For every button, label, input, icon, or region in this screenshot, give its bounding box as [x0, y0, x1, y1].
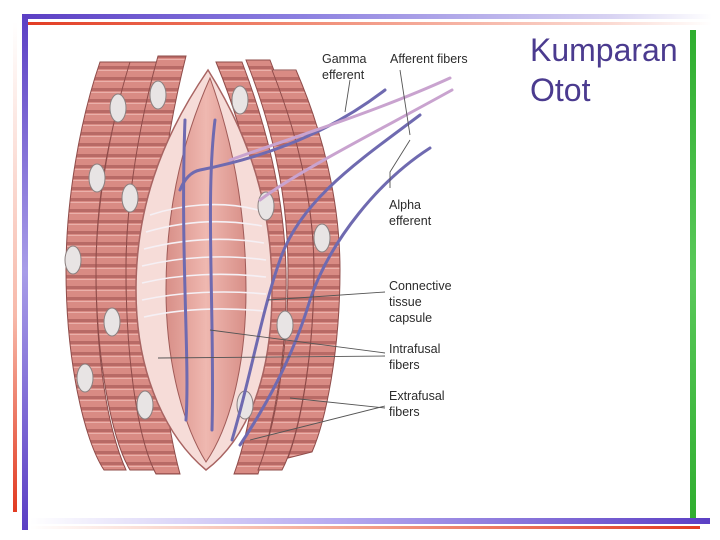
label-extrafusal-line: fibers	[389, 405, 420, 419]
frame-left-bar	[22, 14, 28, 530]
label-alpha-efferent-line: Alpha	[389, 198, 421, 212]
nucleus	[109, 93, 127, 123]
nucleus	[64, 245, 82, 275]
label-gamma-efferent-line: efferent	[322, 68, 365, 82]
afferent-nerve-group	[228, 76, 454, 202]
frame-left-red-bar	[13, 22, 17, 512]
label-alpha-efferent: Alpha efferent	[389, 198, 432, 228]
nucleus	[231, 85, 249, 115]
slide-title-line1: Kumparan	[530, 32, 678, 68]
label-capsule-line: Connective	[389, 279, 452, 293]
label-afferent-fibers-line: Afferent fibers	[390, 52, 468, 66]
label-intrafusal-line: fibers	[389, 358, 420, 372]
label-gamma-efferent-line: Gamma	[322, 52, 367, 66]
nucleus	[76, 363, 94, 393]
label-intrafusal-line: Intrafusal	[389, 342, 440, 356]
label-capsule-line: tissue	[389, 295, 422, 309]
extrafusal-fiber	[271, 69, 341, 459]
leader-line-group	[157, 69, 411, 441]
label-connective-tissue-capsule: Connective tissue capsule	[389, 279, 455, 325]
nucleus	[103, 307, 121, 337]
label-extrafusal-fibers: Extrafusal fibers	[389, 389, 448, 419]
nucleus	[276, 310, 294, 340]
slide-title-line2: Otot	[530, 72, 591, 108]
nucleus	[149, 80, 167, 110]
frame-right-bar	[690, 30, 696, 520]
efferent-nerve-group	[178, 88, 432, 447]
nucleus	[121, 183, 139, 213]
frame-bottom-bar	[30, 518, 710, 524]
frame-top-bar	[22, 14, 712, 19]
label-extrafusal-line: Extrafusal	[389, 389, 445, 403]
frame-bottom-red-bar	[30, 526, 700, 529]
nucleus	[88, 163, 106, 193]
slide-title: Kumparan Otot	[530, 30, 678, 110]
nucleus	[313, 223, 331, 253]
label-gamma-efferent: Gamma efferent	[322, 52, 370, 82]
afferent-wrapping	[141, 203, 267, 318]
label-intrafusal-fibers: Intrafusal fibers	[389, 342, 444, 372]
label-capsule-line: capsule	[389, 311, 432, 325]
label-afferent-fibers: Afferent fibers	[390, 52, 468, 66]
label-alpha-efferent-line: efferent	[389, 214, 432, 228]
frame-top-red-bar	[22, 22, 712, 25]
nucleus	[136, 390, 154, 420]
